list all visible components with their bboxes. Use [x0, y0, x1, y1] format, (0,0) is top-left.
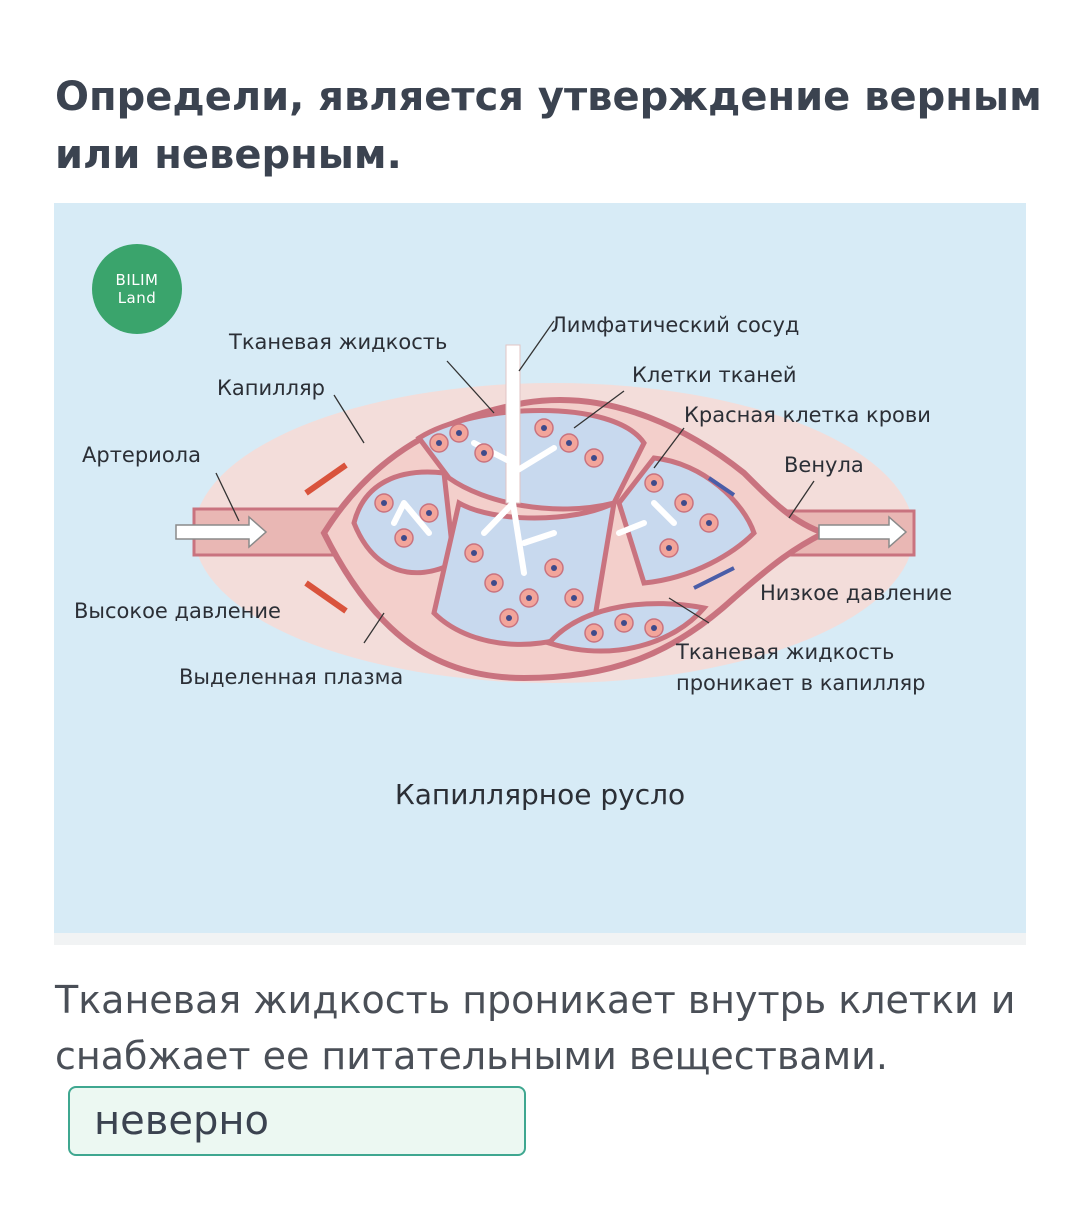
logo-text-line2: Land: [117, 289, 157, 307]
figure-bottom-bar: [54, 933, 1026, 945]
low-pressure-arrow-bottom: [693, 566, 735, 590]
cell-nuclei: [381, 425, 712, 636]
label-capillary: Капилляр: [217, 376, 325, 400]
label-fluid-enters-line1: Тканевая жидкость: [676, 640, 895, 664]
high-pressure-arrow-bottom: [304, 580, 348, 614]
capillary-bed-figure: BILIM Land Лимфатический сосуд Тканевая …: [54, 203, 1026, 933]
outflow-arrow: [818, 515, 908, 549]
label-low-pressure: Низкое давление: [760, 581, 953, 605]
low-pressure-arrow-top: [707, 476, 736, 497]
label-fluid-enters-line2: проникает в капилляр: [676, 671, 926, 695]
capillary-diagram: [175, 320, 916, 683]
label-arteriole: Артериола: [82, 443, 201, 467]
label-tissue-cells: Клетки тканей: [632, 363, 797, 387]
label-high-pressure: Высокое давление: [74, 599, 281, 623]
statement-text: Тканевая жидкость проникает внутрь клетк…: [55, 978, 1016, 1078]
label-venule: Венула: [784, 453, 864, 477]
inflow-arrow: [175, 515, 268, 549]
question-title: Определи, является утверждение верным ил…: [55, 74, 1042, 178]
figure-caption: Капиллярное русло: [394, 778, 686, 811]
lymphatic-vessel: [505, 344, 521, 504]
bilimland-logo: BILIM Land: [92, 244, 182, 334]
label-tissue-fluid: Тканевая жидкость: [229, 330, 448, 354]
answer-field[interactable]: неверно: [68, 1086, 526, 1156]
leader-lines: [215, 320, 815, 644]
logo-text-line1: BILIM: [115, 271, 159, 289]
label-lymph-vessel: Лимфатический сосуд: [551, 313, 800, 337]
high-pressure-arrow-top: [304, 462, 348, 496]
label-secreted-plasma: Выделенная плазма: [179, 665, 404, 689]
label-red-blood-cell: Красная клетка крови: [684, 403, 931, 427]
